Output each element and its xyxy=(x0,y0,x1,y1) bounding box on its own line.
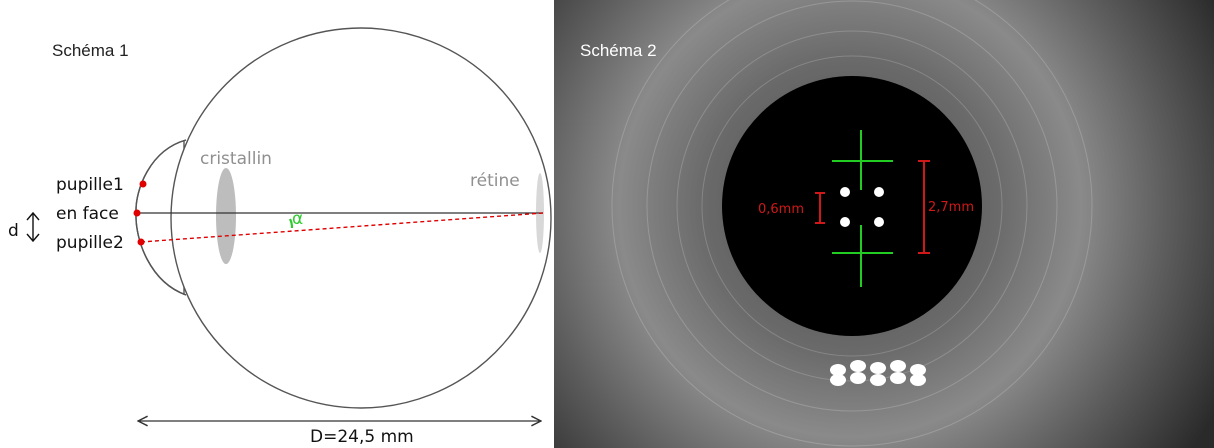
pupille2-dot xyxy=(137,238,145,246)
schema-1-title: Schéma 1 xyxy=(52,41,129,60)
d-double-arrow-icon xyxy=(26,211,40,243)
corneal-reflections xyxy=(830,360,926,386)
en-face-label: en face xyxy=(56,204,119,224)
alpha-label: α xyxy=(292,209,303,229)
schema-1-panel: Schéma 1 cristallin rétine α pupille1 en… xyxy=(8,27,552,447)
schema-2-title: Schéma 2 xyxy=(580,41,657,60)
small-gap-marker xyxy=(815,192,825,224)
iris-texture xyxy=(611,0,1093,447)
lens-shape xyxy=(216,168,236,264)
alpha-arc xyxy=(288,218,294,229)
crosshair xyxy=(832,130,893,287)
d-label: d xyxy=(8,221,19,241)
large-gap-label: 2,7mm xyxy=(928,200,974,215)
small-gap-label: 0,6mm xyxy=(758,202,804,217)
pupille1-dot xyxy=(139,180,147,188)
eyeball-outline xyxy=(170,27,552,409)
schema-2-panel: Schéma 2 0,6mm 2,7mm xyxy=(554,0,1214,448)
diameter-label: D=24,5 mm xyxy=(310,427,414,447)
pupille2-label: pupille2 xyxy=(56,233,124,253)
reflex-dots xyxy=(840,187,884,227)
pupille1-label: pupille1 xyxy=(56,175,124,195)
pupil-disc xyxy=(722,76,982,336)
large-gap-marker xyxy=(918,160,930,254)
cristallin-label: cristallin xyxy=(200,149,272,169)
retine-label: rétine xyxy=(470,171,520,191)
en-face-dot xyxy=(133,209,141,217)
